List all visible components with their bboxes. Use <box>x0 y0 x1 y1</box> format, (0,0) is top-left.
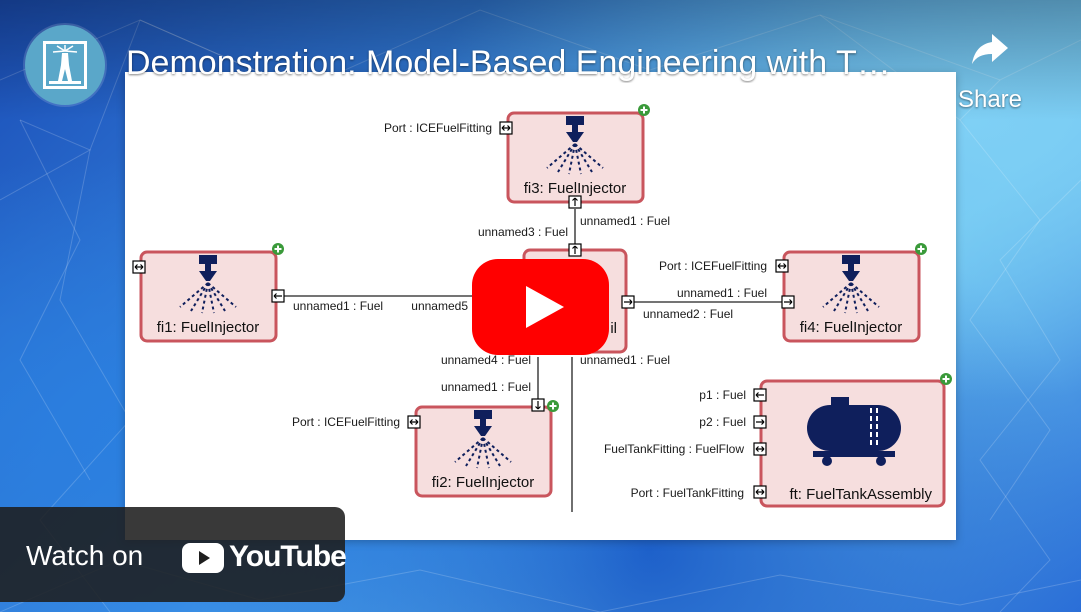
watch-on-label: Watch on <box>26 540 144 571</box>
play-button[interactable] <box>472 259 609 355</box>
share-button[interactable]: Share <box>950 28 1030 118</box>
block-center-label: il <box>610 320 617 337</box>
fuel-tank-icon <box>807 397 901 466</box>
block-fi2[interactable]: fi2: FuelInjector <box>414 399 560 498</box>
block-fi1-label: fi1: FuelInjector <box>157 319 260 336</box>
port-icon <box>753 485 767 499</box>
channel-logo-icon <box>43 41 87 89</box>
youtube-wordmark: YouTube <box>229 540 347 573</box>
label-unnamed3: unnamed3 : Fuel <box>478 225 568 239</box>
add-icon[interactable] <box>914 242 928 256</box>
fuel-system-diagram: fi3: FuelInjector Port : ICEFuelFitting … <box>132 103 953 512</box>
block-fi4[interactable]: fi4: FuelInjector <box>782 242 928 343</box>
play-icon <box>472 259 609 355</box>
label-unnamed2: unnamed2 : Fuel <box>643 307 733 321</box>
label-center-unnamed1: unnamed1 : Fuel <box>580 353 670 367</box>
block-ft[interactable]: ft: FuelTankAssembly <box>759 372 953 508</box>
port-icon <box>407 415 421 429</box>
block-fi4-label: fi4: FuelInjector <box>800 319 903 336</box>
label-fi3-port: Port : ICEFuelFitting <box>384 121 492 135</box>
port-right-icon <box>781 295 795 309</box>
label-fi4-unnamed1: unnamed1 : Fuel <box>677 286 767 300</box>
label-unnamed4: unnamed4 : Fuel <box>441 353 531 367</box>
share-label: Share <box>957 86 1023 113</box>
label-fi2-port: Port : ICEFuelFitting <box>292 415 400 429</box>
label-p2: p2 : Fuel <box>699 415 746 429</box>
port-left-icon <box>753 388 767 402</box>
block-fi1[interactable]: fi1: FuelInjector <box>139 242 285 343</box>
port-icon <box>132 260 146 274</box>
label-tank-fitting: FuelTankFitting : FuelFlow <box>604 442 744 456</box>
port-up-icon <box>568 243 582 257</box>
port-right-icon <box>753 415 767 429</box>
add-icon[interactable] <box>546 399 560 413</box>
port-icon <box>499 121 513 135</box>
port-right-icon <box>621 295 635 309</box>
watch-on-youtube-link[interactable]: Watch on YouTube <box>0 507 347 602</box>
add-icon[interactable] <box>271 242 285 256</box>
port-down-icon <box>531 398 545 412</box>
port-up-icon <box>568 195 582 209</box>
add-icon[interactable] <box>939 372 953 386</box>
port-icon <box>775 259 789 273</box>
label-fi1-unnamed1: unnamed1 : Fuel <box>293 299 383 313</box>
label-fi3-unnamed1: unnamed1 : Fuel <box>580 214 670 228</box>
label-fi4-port: Port : ICEFuelFitting <box>659 259 767 273</box>
share-arrow-icon <box>972 34 1008 64</box>
label-unnamed5: unnamed5 <box>411 299 468 313</box>
block-fi3-label: fi3: FuelInjector <box>524 180 627 197</box>
label-p1: p1 : Fuel <box>699 388 746 402</box>
label-fi2-unnamed1: unnamed1 : Fuel <box>441 380 531 394</box>
block-ft-label: ft: FuelTankAssembly <box>789 486 932 503</box>
youtube-logo: YouTube <box>182 540 347 575</box>
block-fi3[interactable]: fi3: FuelInjector <box>506 103 651 204</box>
channel-avatar[interactable] <box>25 25 105 105</box>
port-left-icon <box>271 289 285 303</box>
label-tank-port: Port : FuelTankFitting <box>631 486 744 500</box>
block-fi2-label: fi2: FuelInjector <box>432 474 535 491</box>
video-title[interactable]: Demonstration: Model-Based Engineering w… <box>126 44 891 82</box>
add-icon[interactable] <box>637 103 651 117</box>
youtube-logo-icon <box>182 543 224 573</box>
port-icon <box>753 442 767 456</box>
